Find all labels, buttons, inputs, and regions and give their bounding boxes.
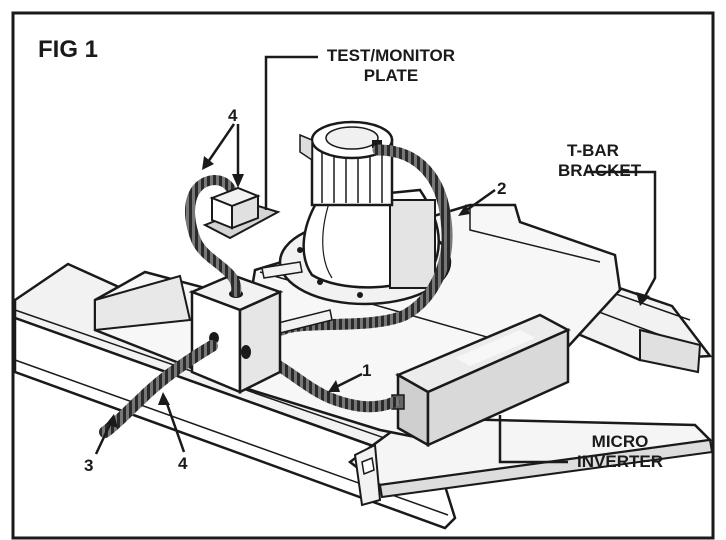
callout-3: 3	[84, 456, 94, 475]
test-monitor-plate	[202, 186, 281, 240]
housing-sleeve	[389, 199, 436, 289]
micro-inverter	[391, 313, 571, 448]
tbar-bracket-label: T-BAR BRACKET	[558, 141, 642, 181]
arrowheads	[106, 156, 650, 428]
lamp-housing	[299, 120, 440, 289]
micro-label-line1: MICRO	[591, 432, 649, 451]
tbar-label-line2: BRACKET	[558, 161, 642, 180]
callout-4-top: 4	[228, 106, 238, 125]
test-monitor-plate-label: TEST/MONITOR PLATE	[318, 46, 464, 86]
figure-border	[11, 11, 715, 540]
callout-1: 1	[362, 361, 372, 380]
figure-title: FIG 1	[38, 36, 99, 63]
conduit-test	[185, 174, 242, 297]
conduit-2	[276, 144, 453, 336]
callout-4-bottom: 4	[178, 454, 188, 473]
callout-2: 2	[497, 179, 507, 198]
test-monitor-label-line1: TEST/MONITOR	[326, 46, 456, 65]
leader-lines	[94, 55, 657, 464]
hanger-bracket	[353, 443, 382, 507]
test-monitor-label-line2: PLATE	[363, 66, 419, 85]
micro-label-line2: INVERTER	[577, 452, 663, 471]
micro-inverter-label: MICRO INVERTER	[570, 432, 670, 472]
tbar-label-line1: T-BAR	[567, 141, 619, 160]
